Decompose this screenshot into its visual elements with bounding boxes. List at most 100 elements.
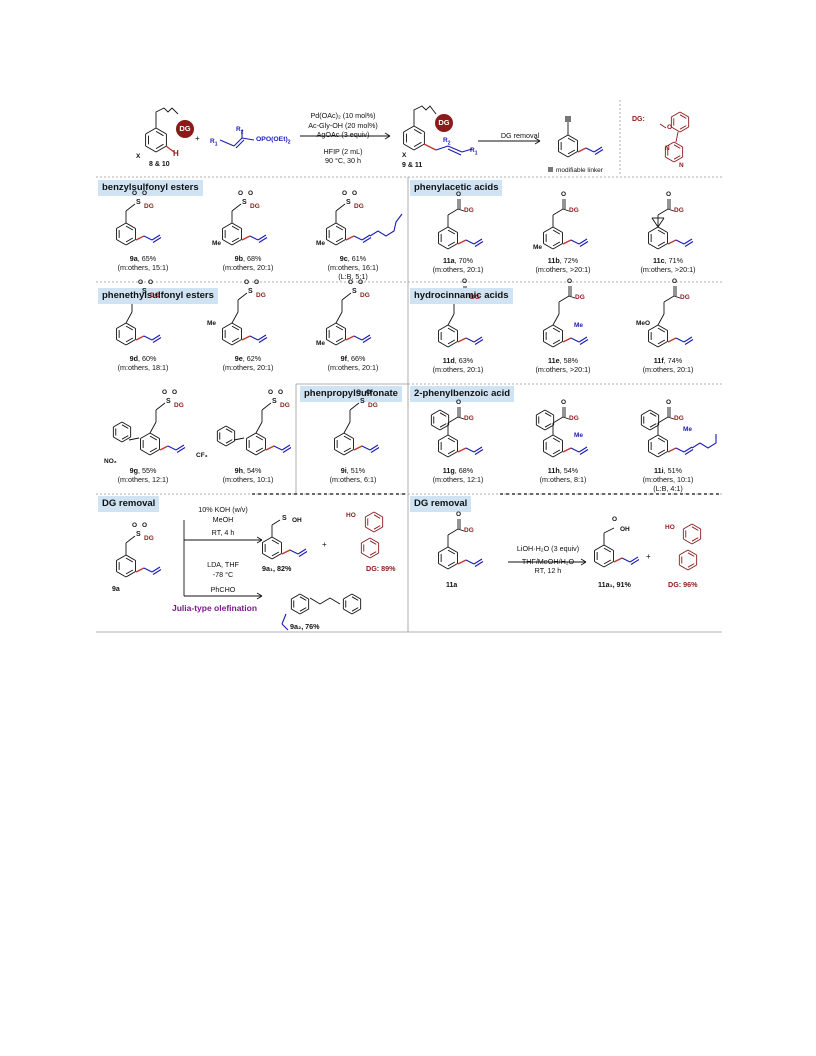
benzene-ring — [116, 239, 127, 246]
allyl-bond — [465, 239, 475, 245]
dg-definition-o: O — [667, 124, 673, 131]
benzene-ring — [121, 421, 131, 428]
benzene-ring — [225, 440, 235, 447]
benzene-ring — [116, 222, 127, 229]
methyl-label: Me — [207, 320, 217, 327]
benzene-ring — [649, 424, 659, 431]
allyl-double-bond — [362, 337, 372, 343]
aromatic-double-bond — [673, 144, 681, 149]
dg-label: DG — [470, 294, 480, 301]
caption-11c: 11c, 71%(m:others, >20:1) — [640, 256, 696, 274]
benzene-ring — [335, 339, 346, 346]
dg-pyrimidine-ring — [665, 141, 675, 148]
methyl-label: Me — [316, 340, 326, 347]
oxygen-atom: O — [456, 191, 462, 198]
methyl-label: Me — [533, 244, 543, 251]
linker-chain — [413, 105, 437, 126]
benzene-ring — [544, 424, 554, 431]
dg-pyrimidine-ring — [679, 564, 689, 571]
allyl-double-bond — [257, 334, 267, 341]
sulfur-atom: S — [136, 531, 141, 538]
aromatic-double-bond — [657, 449, 666, 455]
benzene-ring — [299, 593, 309, 600]
aromatic-double-bond — [657, 241, 666, 247]
bond — [155, 402, 166, 411]
allyl-double-bond — [594, 149, 604, 155]
bond — [673, 295, 681, 299]
aromatic-double-bond — [552, 449, 561, 455]
bond — [335, 311, 343, 324]
dg-phenol-ring — [671, 111, 681, 118]
meta-ch2-bond — [577, 147, 587, 153]
allyl-double-bond — [282, 447, 292, 453]
benzene-ring — [649, 409, 659, 416]
benzene-ring — [603, 561, 614, 568]
allyl-double-bond — [258, 337, 268, 343]
dg-pyrimidine-ring — [665, 156, 675, 163]
aromatic-double-bond — [373, 525, 381, 530]
dg-label: DG — [569, 207, 579, 214]
sulfur-atom: S — [352, 288, 357, 295]
bond — [447, 313, 455, 326]
oxygen-atom: O — [561, 191, 567, 198]
aromatic-double-bond — [544, 423, 552, 428]
oxygen-atom: O — [366, 389, 372, 396]
allyl-bond — [143, 335, 153, 341]
benzene-ring — [343, 449, 354, 456]
long-chain — [369, 213, 403, 237]
bond — [271, 519, 281, 526]
benzene-ring — [271, 553, 282, 560]
meta-ch2-bond — [353, 445, 363, 451]
benzene-ring — [447, 324, 458, 331]
meta-ch2-bond — [457, 239, 467, 245]
oxygen-atom: O — [456, 511, 462, 518]
caption-9f: 9f, 66%(m:others, 20:1) — [327, 354, 379, 372]
benzene-ring — [648, 324, 659, 331]
allyl-double-bond — [684, 339, 694, 345]
aromatic-double-bond — [255, 447, 264, 453]
aromatic-double-bond — [335, 225, 344, 231]
aromatic-double-bond — [155, 130, 164, 137]
benzene-ring — [149, 432, 160, 439]
caption-9b: 9b, 68%(m:others, 20:1) — [222, 254, 274, 272]
hydroxyl-label: HO — [665, 524, 675, 531]
benzene-ring — [657, 226, 668, 233]
benzene-ring — [552, 451, 563, 458]
benzene-ring — [447, 451, 458, 458]
benzene-ring — [403, 143, 415, 151]
caption-11b: 11b, 72%(m:others, >20:1) — [535, 256, 591, 274]
removal-right-substrate: 11a — [446, 582, 458, 589]
dg-phenol-ring — [373, 526, 383, 533]
arrowhead — [580, 558, 587, 563]
arrowhead — [256, 536, 263, 541]
aromatic-double-bond — [447, 339, 456, 345]
sulfur-atom: S — [360, 398, 365, 405]
allyl-double-bond — [151, 566, 161, 573]
c-h-bond — [165, 145, 175, 153]
header-dg-removal-right: DG removal — [410, 496, 472, 512]
dg-pyrimidine-ring — [361, 537, 371, 544]
allyl-double-bond — [683, 336, 693, 343]
aromatic-double-bond — [552, 229, 561, 235]
meta-ch2-bond — [345, 235, 355, 241]
benzene-ring — [552, 243, 563, 250]
arrowhead — [256, 595, 263, 600]
benzene-ring — [657, 324, 668, 331]
benzene-ring — [558, 134, 569, 141]
aromatic-double-bond — [657, 437, 666, 443]
dg-label: DG — [354, 203, 364, 210]
allyl-bond — [465, 447, 475, 453]
oxygen-atom: O — [561, 399, 567, 406]
bond — [663, 295, 675, 303]
cyclopropane — [657, 217, 665, 228]
allyl-double-bond — [297, 548, 307, 555]
oxygen-atom: O — [462, 278, 468, 285]
aromatic-double-bond — [335, 325, 344, 331]
allyl-double-bond — [684, 241, 694, 247]
benzene-ring — [291, 593, 301, 600]
allyl-bond — [675, 337, 685, 343]
benzene-ring — [439, 424, 449, 431]
allyl-double-bond — [578, 446, 588, 453]
sulfur-atom: S — [142, 288, 147, 295]
dg-phenol-ring — [671, 126, 681, 133]
